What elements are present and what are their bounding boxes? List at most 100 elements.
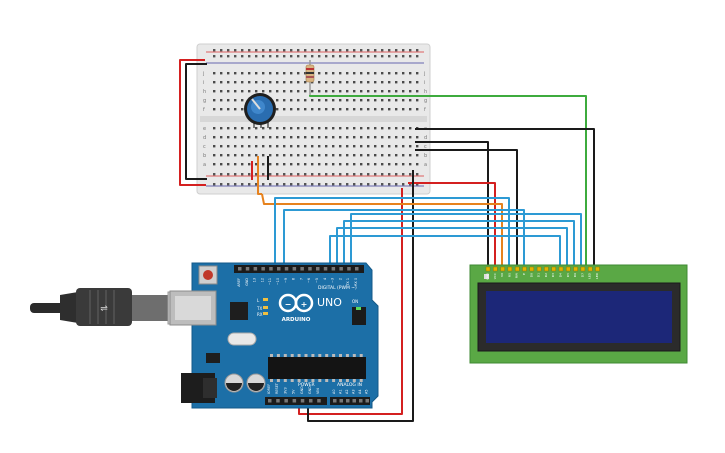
breadboard-hole[interactable] — [283, 99, 286, 102]
breadboard-hole[interactable] — [220, 99, 223, 102]
rail-hole[interactable] — [220, 49, 223, 52]
rail-hole[interactable] — [297, 55, 300, 58]
rail-hole[interactable] — [395, 55, 398, 58]
rail-hole[interactable] — [234, 49, 237, 52]
breadboard-hole[interactable] — [402, 136, 405, 139]
breadboard-hole[interactable] — [332, 90, 335, 93]
rail-hole[interactable] — [339, 173, 342, 176]
header-pin[interactable] — [352, 399, 357, 403]
breadboard-hole[interactable] — [374, 108, 377, 111]
breadboard-hole[interactable] — [297, 136, 300, 139]
breadboard-hole[interactable] — [220, 72, 223, 75]
breadboard-hole[interactable] — [283, 108, 286, 111]
breadboard-hole[interactable] — [318, 99, 321, 102]
breadboard-hole[interactable] — [325, 163, 328, 166]
breadboard-hole[interactable] — [297, 81, 300, 84]
breadboard-hole[interactable] — [269, 163, 272, 166]
breadboard-hole[interactable] — [290, 154, 293, 157]
rail-hole[interactable] — [283, 173, 286, 176]
breadboard-hole[interactable] — [395, 108, 398, 111]
header-pin[interactable] — [309, 399, 313, 403]
rail-hole[interactable] — [283, 183, 286, 186]
breadboard-hole[interactable] — [402, 163, 405, 166]
breadboard-hole[interactable] — [395, 127, 398, 130]
breadboard-hole[interactable] — [241, 145, 244, 148]
breadboard-hole[interactable] — [304, 90, 307, 93]
rail-hole[interactable] — [353, 173, 356, 176]
breadboard-hole[interactable] — [381, 99, 384, 102]
breadboard-hole[interactable] — [255, 81, 258, 84]
breadboard-hole[interactable] — [395, 154, 398, 157]
breadboard-hole[interactable] — [213, 136, 216, 139]
rail-hole[interactable] — [416, 173, 419, 176]
breadboard-hole[interactable] — [381, 108, 384, 111]
rail-hole[interactable] — [269, 49, 272, 52]
header-pin[interactable] — [317, 399, 321, 403]
breadboard-hole[interactable] — [346, 72, 349, 75]
rail-hole[interactable] — [304, 173, 307, 176]
rail-hole[interactable] — [255, 49, 258, 52]
breadboard-hole[interactable] — [367, 154, 370, 157]
breadboard-hole[interactable] — [353, 145, 356, 148]
lcd-pin[interactable] — [536, 266, 542, 272]
breadboard-hole[interactable] — [367, 136, 370, 139]
breadboard-hole[interactable] — [409, 90, 412, 93]
breadboard-hole[interactable] — [332, 72, 335, 75]
rail-hole[interactable] — [311, 173, 314, 176]
breadboard-hole[interactable] — [339, 154, 342, 157]
breadboard-hole[interactable] — [248, 154, 251, 157]
breadboard-hole[interactable] — [283, 154, 286, 157]
breadboard-hole[interactable] — [339, 72, 342, 75]
breadboard-hole[interactable] — [325, 154, 328, 157]
rail-hole[interactable] — [234, 55, 237, 58]
rail-hole[interactable] — [381, 173, 384, 176]
breadboard-hole[interactable] — [318, 108, 321, 111]
breadboard-hole[interactable] — [402, 108, 405, 111]
breadboard-hole[interactable] — [304, 108, 307, 111]
breadboard-hole[interactable] — [388, 163, 391, 166]
breadboard-hole[interactable] — [332, 136, 335, 139]
breadboard-hole[interactable] — [388, 127, 391, 130]
breadboard-hole[interactable] — [332, 127, 335, 130]
rail-hole[interactable] — [360, 49, 363, 52]
rail-hole[interactable] — [374, 183, 377, 186]
rail-hole[interactable] — [262, 173, 265, 176]
breadboard-hole[interactable] — [290, 72, 293, 75]
rail-hole[interactable] — [332, 173, 335, 176]
breadboard-hole[interactable] — [227, 145, 230, 148]
breadboard-hole[interactable] — [290, 81, 293, 84]
rail-hole[interactable] — [409, 173, 412, 176]
rail-hole[interactable] — [339, 55, 342, 58]
breadboard-hole[interactable] — [241, 72, 244, 75]
rail-hole[interactable] — [241, 183, 244, 186]
breadboard-hole[interactable] — [318, 127, 321, 130]
breadboard-hole[interactable] — [234, 127, 237, 130]
header-pin[interactable] — [346, 399, 350, 403]
breadboard-hole[interactable] — [353, 154, 356, 157]
breadboard-hole[interactable] — [262, 136, 265, 139]
breadboard-hole[interactable] — [290, 127, 293, 130]
breadboard-hole[interactable] — [360, 127, 363, 130]
breadboard-hole[interactable] — [374, 136, 377, 139]
header-pin[interactable] — [253, 267, 258, 271]
breadboard-hole[interactable] — [353, 81, 356, 84]
breadboard-hole[interactable] — [297, 145, 300, 148]
breadboard-hole[interactable] — [318, 163, 321, 166]
rail-hole[interactable] — [248, 183, 251, 186]
breadboard-hole[interactable] — [353, 108, 356, 111]
breadboard-hole[interactable] — [381, 81, 384, 84]
rail-hole[interactable] — [227, 49, 230, 52]
rail-hole[interactable] — [360, 55, 363, 58]
breadboard-hole[interactable] — [290, 108, 293, 111]
breadboard-hole[interactable] — [325, 90, 328, 93]
breadboard-hole[interactable] — [360, 145, 363, 148]
breadboard-hole[interactable] — [374, 81, 377, 84]
breadboard-hole[interactable] — [353, 90, 356, 93]
breadboard-hole[interactable] — [255, 154, 258, 157]
rail-hole[interactable] — [402, 183, 405, 186]
breadboard-hole[interactable] — [339, 90, 342, 93]
rail-hole[interactable] — [409, 49, 412, 52]
breadboard-hole[interactable] — [346, 81, 349, 84]
breadboard-hole[interactable] — [374, 163, 377, 166]
breadboard-hole[interactable] — [304, 145, 307, 148]
